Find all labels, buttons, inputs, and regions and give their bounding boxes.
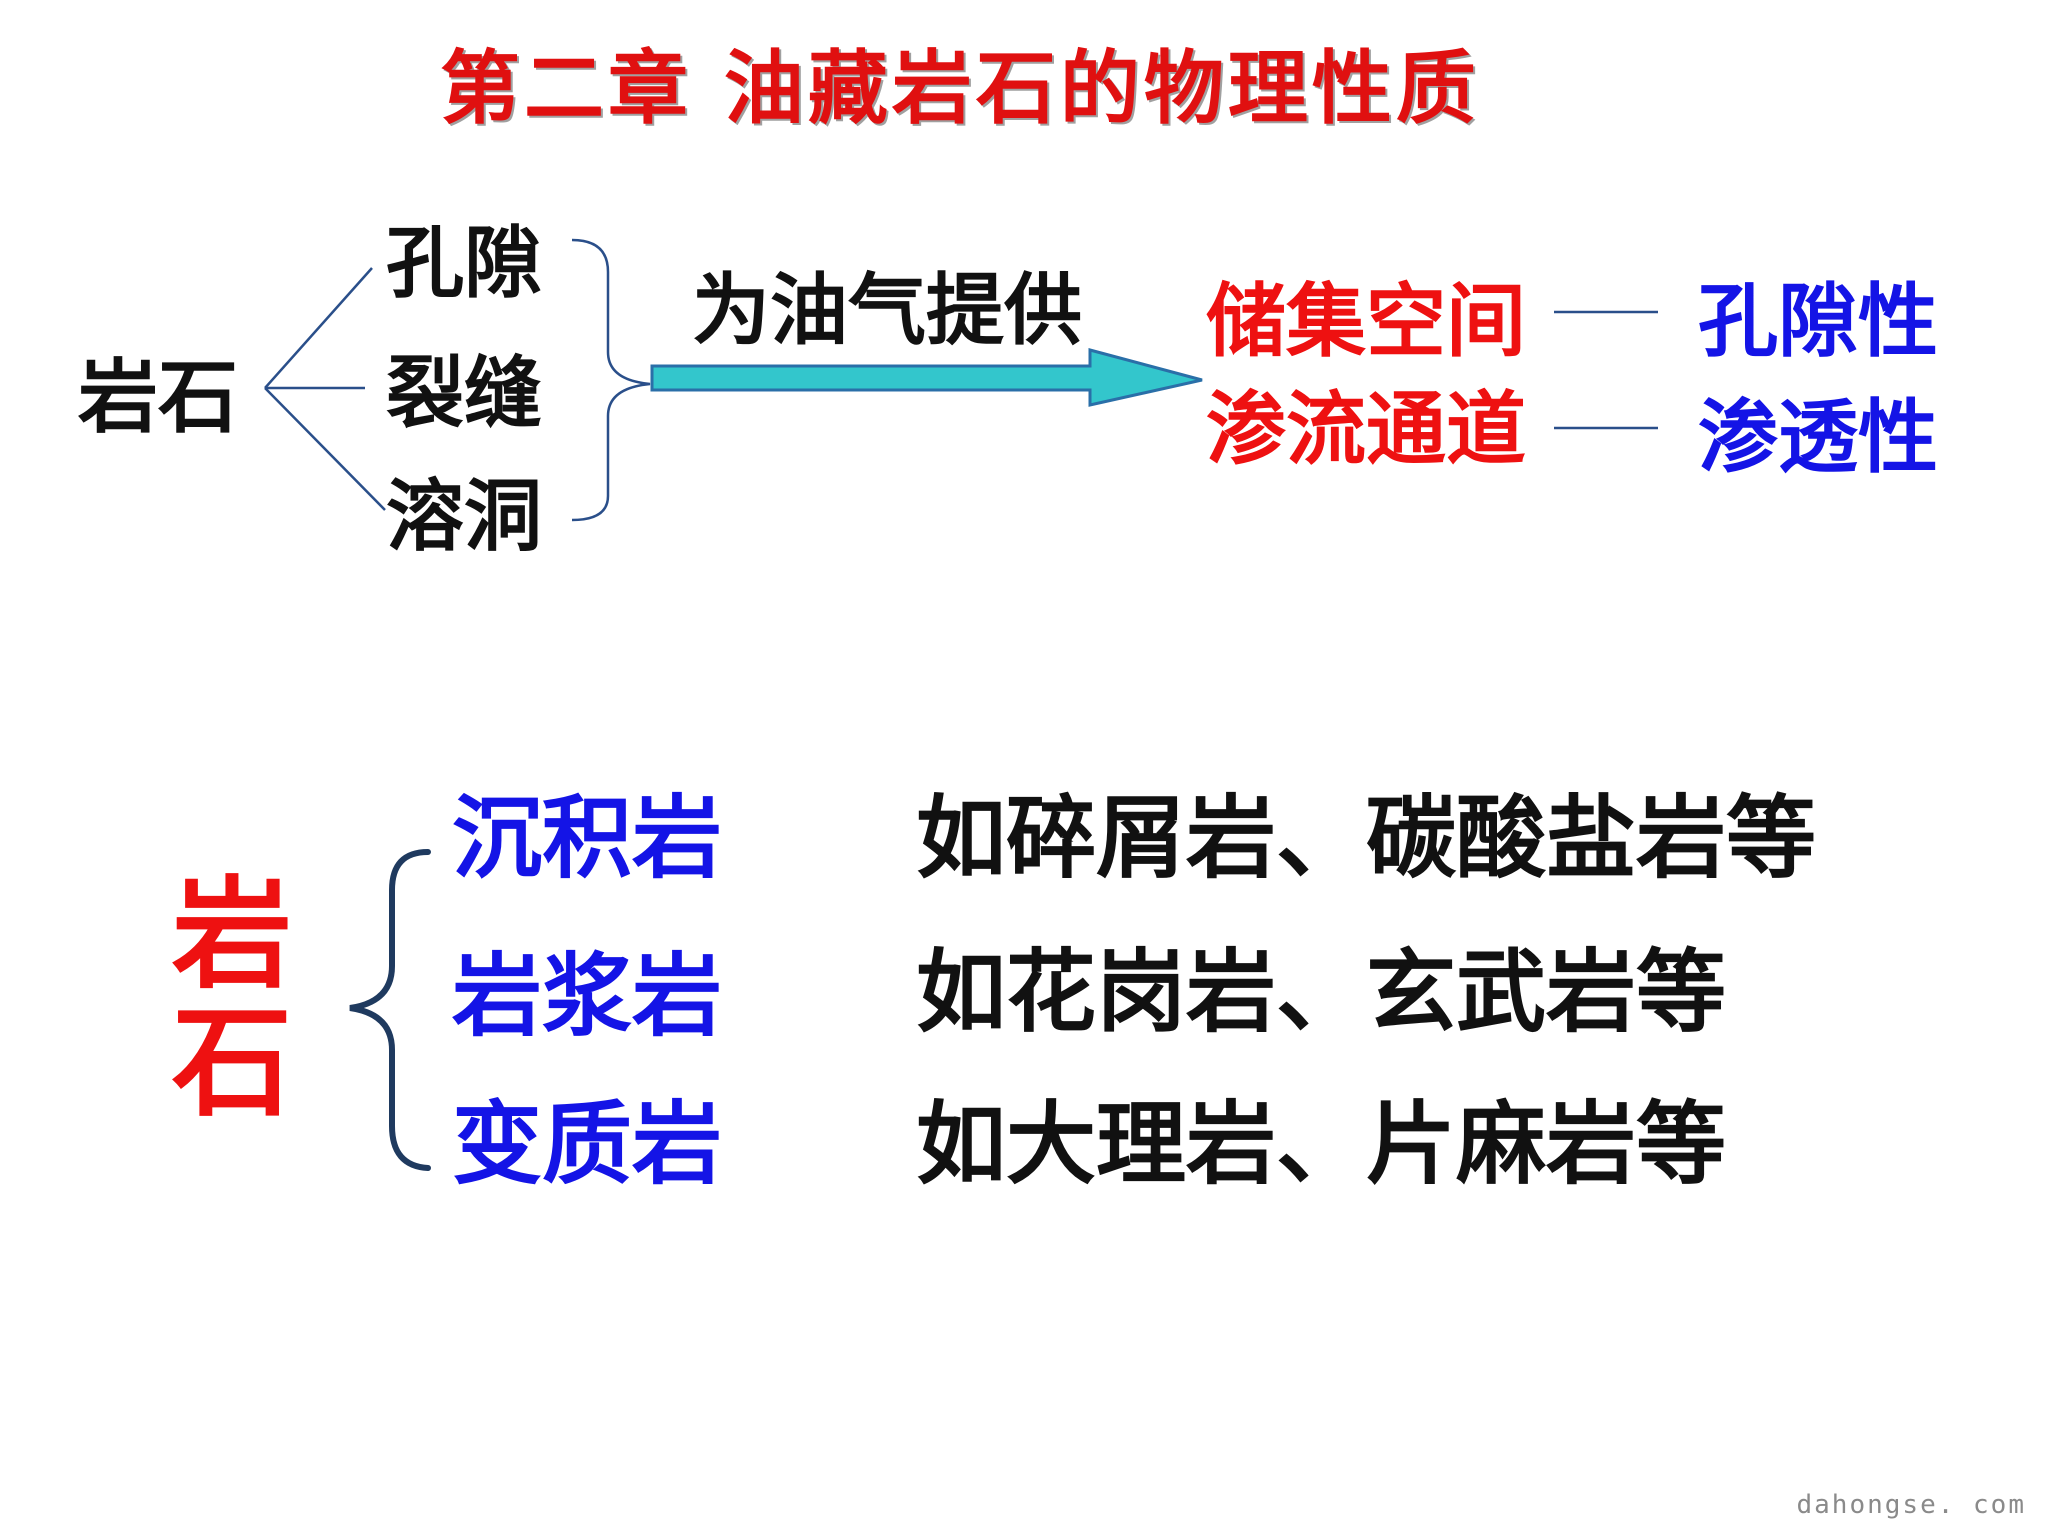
rock-root-char-2: 石: [172, 994, 292, 1133]
grouping-brace: [571, 238, 651, 522]
branch-line-cave: [264, 387, 386, 511]
arrow-label: 为油气提供: [692, 266, 1083, 356]
rock-root-label: 岩石: [78, 351, 238, 444]
metamorphic-examples: 如大理岩、片麻岩等: [916, 1092, 1726, 1197]
property-porosity: 孔隙性: [1698, 275, 1938, 368]
rock-root-char-1: 岩: [172, 866, 292, 1005]
page-title: 第二章 油藏岩石的物理性质: [440, 41, 1480, 135]
branch-fracture: 裂缝: [386, 349, 543, 439]
function-flow-channel: 渗流通道: [1206, 383, 1526, 476]
branch-cave: 溶洞: [386, 472, 543, 562]
provides-arrow: [650, 348, 1203, 407]
property-permeability: 渗透性: [1698, 391, 1938, 484]
rock-types-brace: [349, 849, 431, 1171]
rock-type-sedimentary: 沉积岩: [452, 786, 722, 891]
rock-type-igneous: 岩浆岩: [452, 944, 722, 1049]
sedimentary-examples: 如碎屑岩、碳酸盐岩等: [916, 786, 1816, 891]
branch-line-pore: [264, 267, 373, 389]
function-storage-space: 储集空间: [1206, 275, 1526, 368]
watermark: dahongse. com: [1796, 1490, 2026, 1520]
igneous-examples: 如花岗岩、玄武岩等: [916, 940, 1726, 1045]
rock-type-metamorphic: 变质岩: [452, 1092, 722, 1197]
branch-pore: 孔隙: [386, 219, 543, 309]
